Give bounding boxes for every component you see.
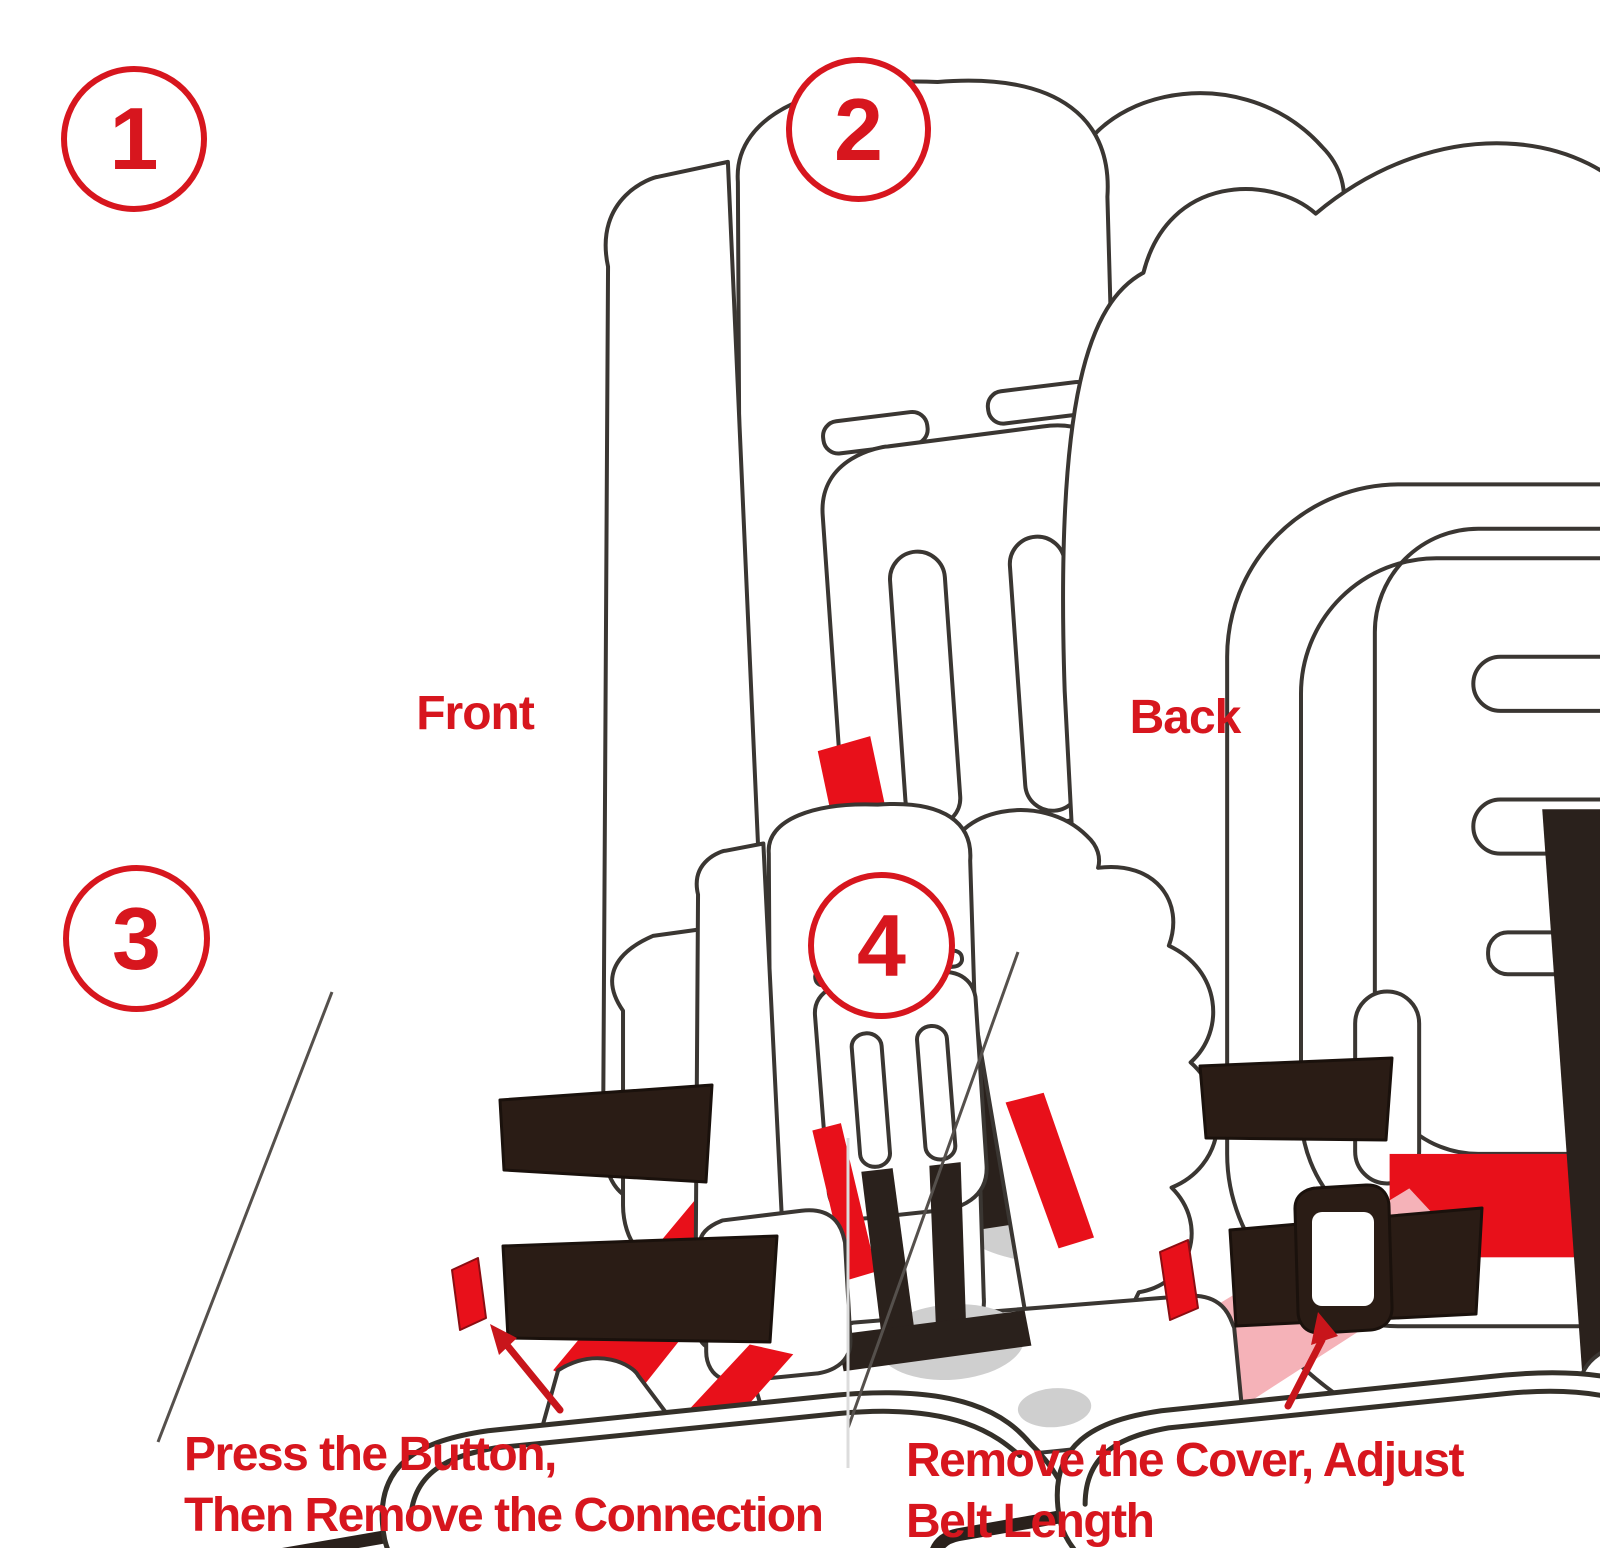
step-3-caption: Press the Button, Then Remove the Connec… — [184, 1424, 824, 1546]
buckle-connector-with-button-illustration — [179, 1236, 1317, 1548]
step-3-caption-line-2: Then Remove the Connection — [184, 1489, 824, 1542]
step-3-number: 3 — [112, 888, 161, 988]
step-4-number: 4 — [857, 895, 906, 995]
red-release-button — [1160, 1240, 1198, 1320]
step-4-badge: 4 — [808, 872, 955, 1019]
buckle-connector-illustration — [934, 1058, 1600, 1548]
step-4-illustration — [848, 952, 1600, 1548]
step-3-badge: 3 — [63, 865, 210, 1012]
step-2-number: 2 — [834, 79, 883, 179]
step-3-caption-line-1: Press the Button, — [184, 1428, 557, 1481]
leader-line — [158, 992, 332, 1442]
red-release-button — [452, 1258, 486, 1330]
step-1-badge: 1 — [61, 66, 207, 212]
belt-adjuster — [1295, 1185, 1392, 1333]
step-4-caption-line-1: Remove the Cover, Adjust — [906, 1434, 1465, 1487]
back-label: Back — [1129, 691, 1242, 744]
step-3-illustration — [158, 802, 1317, 1548]
harness-belt — [500, 1085, 712, 1182]
harness-belt — [1200, 1058, 1392, 1140]
red-arrow-icon — [490, 1324, 560, 1410]
front-label: Front — [416, 687, 535, 740]
step-1-number: 1 — [109, 89, 159, 188]
buckle-connector-illustration — [257, 1085, 1168, 1548]
leader-line — [848, 952, 1018, 1428]
buckle-connector-with-adjuster-illustration — [861, 1185, 1600, 1548]
step-4-caption: Remove the Cover, Adjust Belt Length — [906, 1430, 1465, 1548]
red-arrow-icon — [1288, 1312, 1338, 1406]
step-2-badge: 2 — [786, 57, 931, 202]
harness-belt — [503, 1236, 777, 1342]
step-4-caption-line-2: Belt Length — [906, 1495, 1155, 1548]
